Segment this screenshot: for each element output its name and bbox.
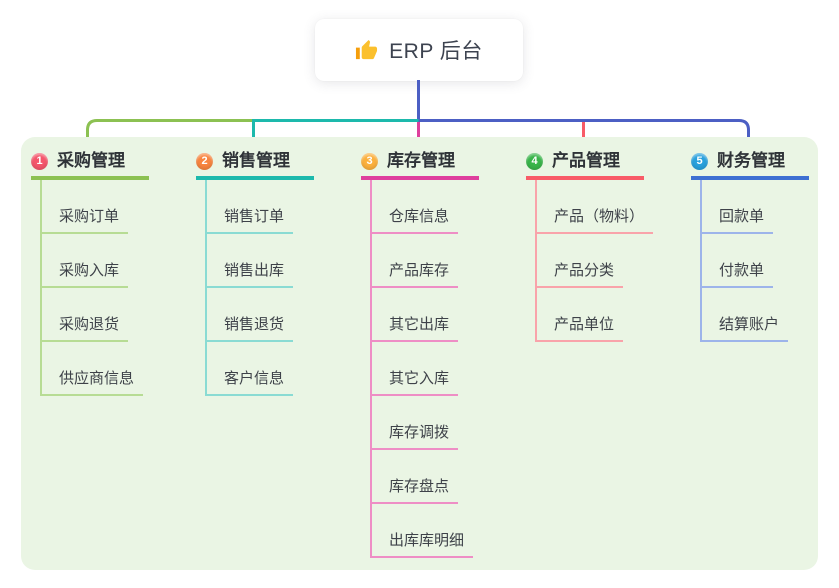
- child-node[interactable]: 采购入库: [42, 234, 143, 288]
- child-node[interactable]: 采购订单: [42, 180, 143, 234]
- child-label: 库存盘点: [372, 479, 459, 504]
- child-node[interactable]: 供应商信息: [42, 342, 144, 396]
- branch-1: 1 采购管理采购订单采购入库采购退货供应商信息: [31, 149, 149, 396]
- branch-title: 库存管理: [387, 151, 455, 170]
- branch-children: 采购订单采购入库采购退货供应商信息: [40, 180, 144, 396]
- child-node[interactable]: 销售出库: [207, 234, 294, 288]
- child-node[interactable]: 库存调拨: [372, 396, 473, 450]
- child-node[interactable]: 库存盘点: [372, 450, 473, 504]
- child-label: 回款单: [702, 209, 774, 234]
- branch-number-badge: 5: [691, 152, 708, 170]
- branch-title: 财务管理: [717, 151, 785, 170]
- child-label: 供应商信息: [42, 371, 144, 396]
- branch-header[interactable]: 4 产品管理: [526, 149, 644, 180]
- child-node[interactable]: 仓库信息: [372, 180, 473, 234]
- branch-title: 销售管理: [222, 151, 290, 170]
- child-node[interactable]: 销售订单: [207, 180, 294, 234]
- child-label: 结算账户: [702, 317, 789, 342]
- child-label: 采购订单: [42, 209, 129, 234]
- branch-5: 5 财务管理回款单付款单结算账户: [691, 149, 809, 342]
- child-label: 采购退货: [42, 317, 129, 342]
- branch-header[interactable]: 5 财务管理: [691, 149, 809, 180]
- branch-children: 回款单付款单结算账户: [700, 180, 789, 342]
- child-label: 其它入库: [372, 371, 459, 396]
- child-node[interactable]: 其它入库: [372, 342, 473, 396]
- branch-header[interactable]: 2 销售管理: [196, 149, 314, 180]
- child-label: 产品单位: [537, 317, 624, 342]
- child-node[interactable]: 结算账户: [702, 288, 789, 342]
- child-label: 出库库明细: [372, 533, 474, 558]
- branch-2: 2 销售管理销售订单销售出库销售退货客户信息: [196, 149, 314, 396]
- child-node[interactable]: 产品分类: [537, 234, 653, 288]
- child-label: 其它出库: [372, 317, 459, 342]
- child-label: 仓库信息: [372, 209, 459, 234]
- branch-children: 产品（物料） 产品分类产品单位: [535, 180, 654, 342]
- branch-number-badge: 4: [526, 152, 543, 170]
- branch-number-badge: 1: [31, 152, 48, 170]
- branch-header[interactable]: 1 采购管理: [31, 149, 149, 180]
- child-label: 采购入库: [42, 263, 129, 288]
- child-label: 产品库存: [372, 263, 459, 288]
- child-node[interactable]: 其它出库: [372, 288, 473, 342]
- child-node[interactable]: 产品（物料）: [537, 180, 654, 234]
- branch-4: 4 产品管理产品（物料） 产品分类产品单位: [526, 149, 654, 342]
- branch-children: 仓库信息产品库存其它出库其它入库库存调拨库存盘点出库库明细: [370, 180, 474, 558]
- child-node[interactable]: 产品库存: [372, 234, 473, 288]
- branch-children: 销售订单销售出库销售退货客户信息: [205, 180, 294, 396]
- child-node[interactable]: 付款单: [702, 234, 788, 288]
- child-node[interactable]: 销售退货: [207, 288, 294, 342]
- child-node[interactable]: 客户信息: [207, 342, 294, 396]
- child-node[interactable]: 出库库明细: [372, 504, 474, 558]
- root-node[interactable]: ERP 后台: [315, 19, 523, 81]
- child-label: 销售订单: [207, 209, 294, 234]
- child-node[interactable]: 采购退货: [42, 288, 143, 342]
- child-node[interactable]: 产品单位: [537, 288, 653, 342]
- child-label: 产品分类: [537, 263, 624, 288]
- branch-header[interactable]: 3 库存管理: [361, 149, 479, 180]
- branch-3: 3 库存管理仓库信息产品库存其它出库其它入库库存调拨库存盘点出库库明细: [361, 149, 479, 558]
- child-label: 客户信息: [207, 371, 294, 396]
- child-label: 付款单: [702, 263, 774, 288]
- child-node[interactable]: 回款单: [702, 180, 788, 234]
- branch-title: 采购管理: [57, 151, 125, 170]
- root-title: ERP 后台: [389, 40, 483, 63]
- branch-number-badge: 2: [196, 152, 213, 170]
- child-label: 销售退货: [207, 317, 294, 342]
- child-label: 库存调拨: [372, 425, 459, 450]
- thumbs-up-icon: [356, 39, 378, 59]
- child-label: 销售出库: [207, 263, 294, 288]
- mindmap-panel: 1 采购管理采购订单采购入库采购退货供应商信息 2 销售管理销售订单销售出库销售退货客…: [21, 137, 818, 570]
- child-label: 产品（物料）: [537, 209, 654, 234]
- branch-number-badge: 3: [361, 152, 378, 170]
- branch-title: 产品管理: [552, 151, 620, 170]
